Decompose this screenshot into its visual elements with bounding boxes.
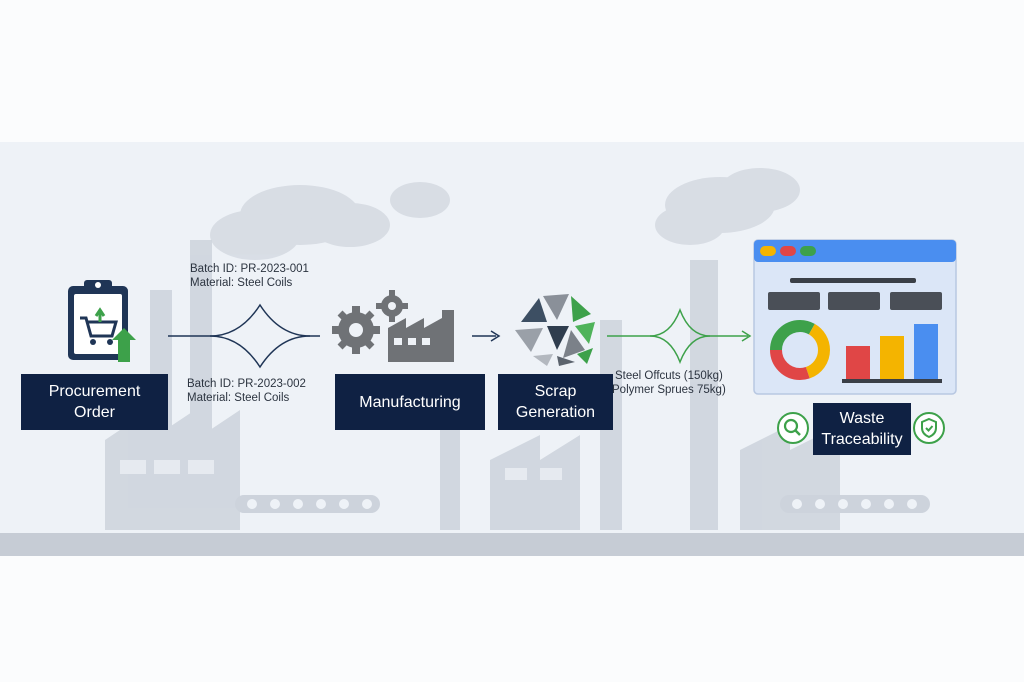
manufacturing-label: Manufacturing [335, 374, 485, 430]
gears-factory-icon [332, 290, 454, 362]
search-icon [777, 412, 809, 444]
waste-traceability-label: Waste Traceability [813, 403, 911, 455]
batch-annotation-1: Batch ID: PR-2023-001 Material: Steel Co… [190, 263, 309, 289]
arrow-head [741, 330, 752, 342]
arrow-head [490, 330, 501, 342]
scrap-generation-label: Scrap Generation [498, 374, 613, 430]
batch-annotation-2: Batch ID: PR-2023-002 Material: Steel Co… [187, 378, 306, 404]
dashboard-window-icon [753, 239, 957, 395]
connector-line [168, 303, 320, 337]
procurement-order-label: Procurement Order [21, 374, 168, 430]
scrap-output-annotation: Steel Offcuts (150kg) Polymer Sprues 75k… [612, 370, 726, 396]
shield-icon [913, 412, 945, 444]
connector-line [209, 335, 311, 369]
connector-line [649, 335, 711, 365]
clipboard-cart-icon [68, 280, 136, 362]
connector-line [607, 307, 748, 337]
broken-pieces-icon [515, 294, 595, 366]
